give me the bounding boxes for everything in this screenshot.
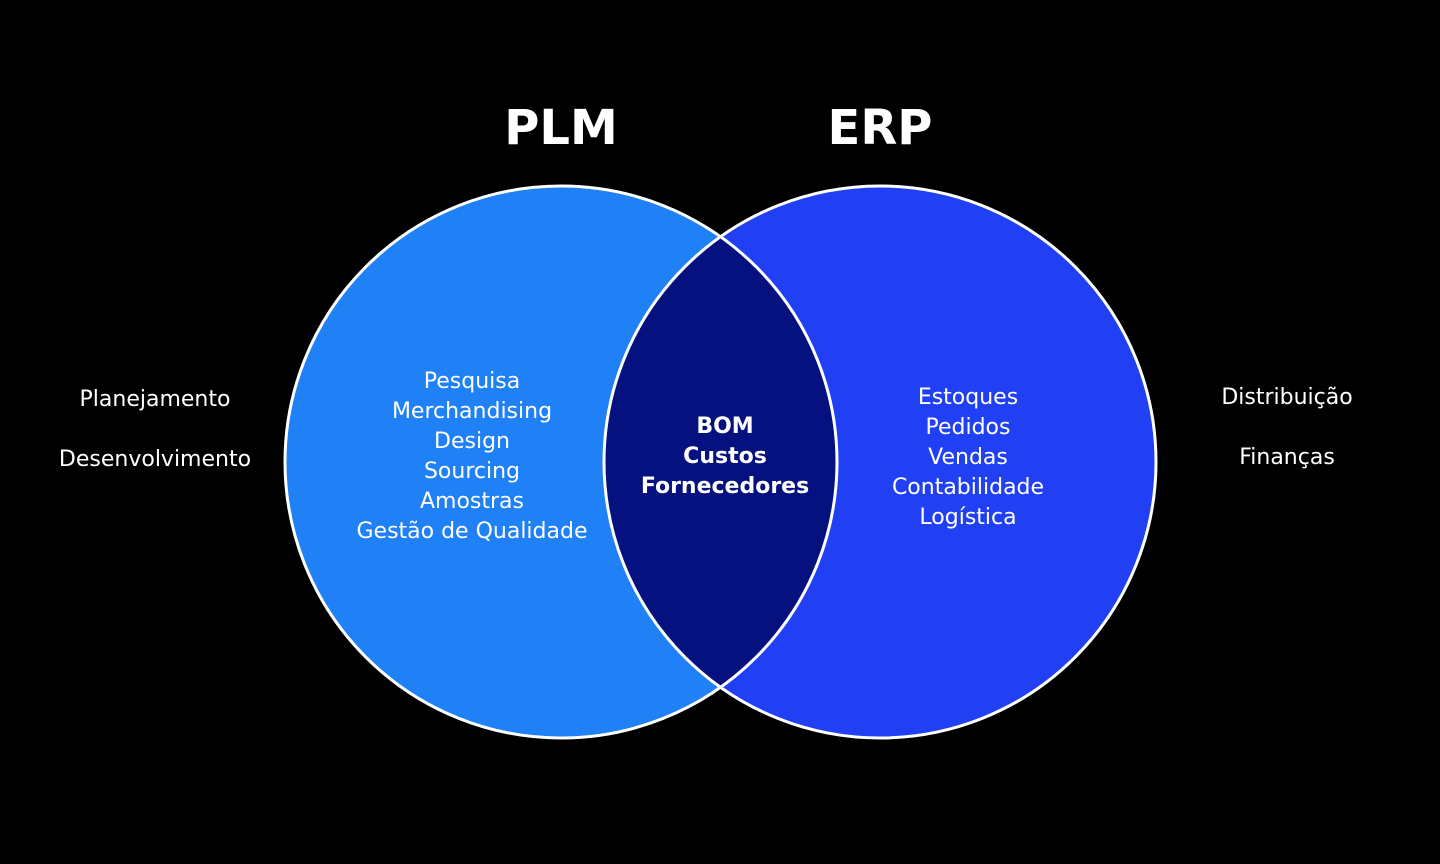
plm-item: Sourcing xyxy=(423,459,521,484)
erp-item: Pedidos xyxy=(925,415,1011,440)
erp-title: ERP xyxy=(827,100,933,156)
intersection-region xyxy=(604,186,837,738)
outside-left-item: Desenvolvimento xyxy=(58,447,252,472)
erp-item: Estoques xyxy=(917,385,1019,410)
outside-left-list: Planejamento Desenvolvimento xyxy=(35,385,275,505)
plm-item: Merchandising xyxy=(391,399,553,424)
plm-circle-outline xyxy=(283,184,839,740)
outside-left-item: Planejamento xyxy=(79,387,231,412)
outside-right-list: Distribuição Finanças xyxy=(1187,383,1387,503)
erp-only-list: Estoques Pedidos Vendas Contabilidade Lo… xyxy=(848,383,1088,533)
plm-title: PLM xyxy=(504,100,618,156)
shared-item: Custos xyxy=(683,444,767,469)
plm-item: Amostras xyxy=(419,489,525,514)
shared-item: BOM xyxy=(696,414,754,439)
erp-item: Logística xyxy=(919,505,1017,530)
plm-only-list: Pesquisa Merchandising Design Sourcing A… xyxy=(322,367,622,547)
erp-circle-outline xyxy=(602,184,1158,740)
plm-item: Pesquisa xyxy=(423,369,521,394)
outside-right-item: Distribuição xyxy=(1221,385,1353,410)
shared-item: Fornecedores xyxy=(640,474,810,499)
erp-item: Contabilidade xyxy=(891,475,1045,500)
outside-right-item: Finanças xyxy=(1239,445,1335,470)
shared-list: BOM Custos Fornecedores xyxy=(625,412,825,502)
erp-item: Vendas xyxy=(928,445,1008,470)
plm-item: Design xyxy=(434,429,510,454)
plm-item: Gestão de Qualidade xyxy=(356,519,588,544)
